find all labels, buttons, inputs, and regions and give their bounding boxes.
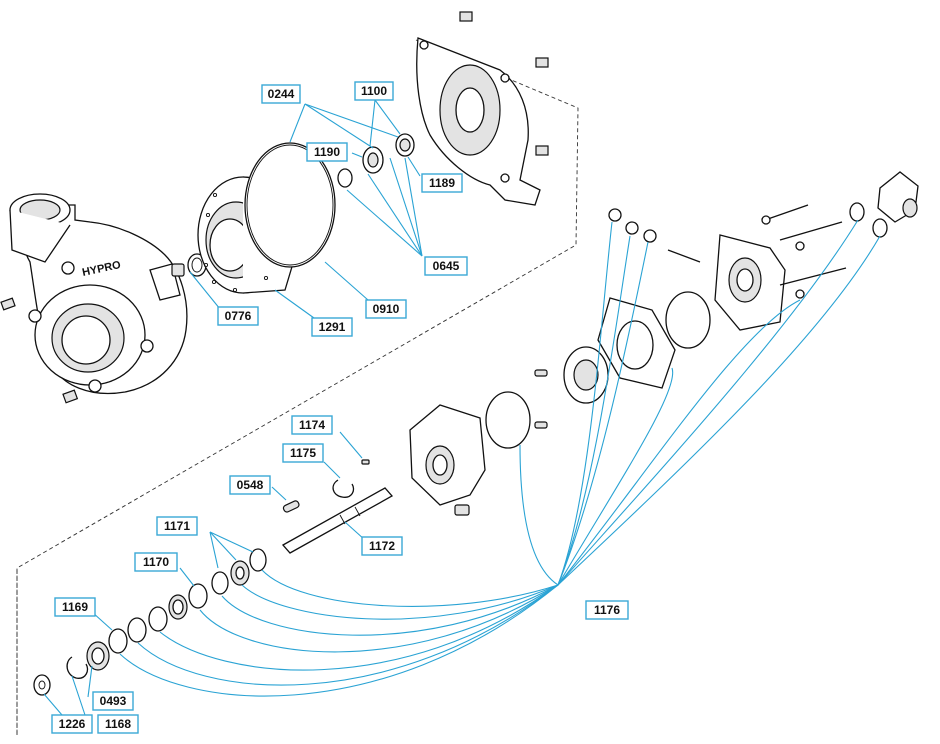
o-ring-0910 [244,142,336,268]
callout-1168: 1168 [97,714,139,734]
callout-1169: 1169 [54,597,96,617]
pump-volute-housing: HYPRO [9,193,188,395]
callout-1170: 1170 [134,552,178,572]
o-ring-mid [485,391,531,449]
callout-1175: 1175 [282,443,324,463]
callout-label-1168: 1168 [105,717,131,731]
callout-label-1176: 1176 [594,603,620,617]
callout-0910: 0910 [365,299,407,319]
long-bolts [667,204,847,286]
callout-0244: 0244 [261,84,301,104]
callout-label-0548: 0548 [237,478,264,492]
callout-0776: 0776 [217,306,259,326]
callout-label-0645: 0645 [433,259,460,273]
callout-1171: 1171 [156,516,198,536]
callout-0645: 0645 [424,256,468,276]
callout-label-0493: 0493 [100,694,127,708]
seal-1190 [337,146,384,188]
motor-housing-block [409,404,486,516]
callout-label-1175: 1175 [290,446,316,460]
callout-label-1100: 1100 [361,84,387,98]
callout-label-1172: 1172 [369,539,395,553]
housing-bolts [0,11,549,404]
callout-label-1226: 1226 [59,717,86,731]
callout-0548: 0548 [229,475,271,495]
retaining-ring-1175 [332,479,355,498]
callout-label-0910: 0910 [373,302,400,316]
gerotor-set [534,346,609,429]
motor-adapter-bracket [416,37,541,206]
callout-label-1190: 1190 [314,145,340,159]
hydraulic-port-fittings [877,171,919,223]
callout-label-0776: 0776 [225,309,252,323]
callout-label-1169: 1169 [62,600,88,614]
callout-label-0244: 0244 [268,87,295,101]
callout-0493: 0493 [92,691,134,711]
callout-label-1174: 1174 [299,418,325,432]
small-washers-right [608,202,888,299]
callout-label-1171: 1171 [164,519,190,533]
callout-1226: 1226 [51,714,93,734]
o-ring-large-right [665,291,711,349]
callout-label-1189: 1189 [429,176,455,190]
callout-1291: 1291 [311,317,353,337]
callout-1189: 1189 [421,173,463,193]
hydraulic-motor-end-cap [714,234,786,331]
seal-1189 [395,133,415,157]
callout-1190: 1190 [306,142,348,162]
key-0548 [282,500,300,513]
callout-1174: 1174 [291,415,333,435]
callout-label-1170: 1170 [143,555,169,569]
gerotor-plate [597,297,676,389]
shaft-1172 [281,487,394,554]
callout-1100: 1100 [354,81,394,101]
pin-1174 [361,459,370,465]
callout-1176: 1176 [585,600,629,620]
callout-1172: 1172 [361,536,403,556]
shaft-seal-stack [33,548,267,696]
callout-label-1291: 1291 [319,320,346,334]
